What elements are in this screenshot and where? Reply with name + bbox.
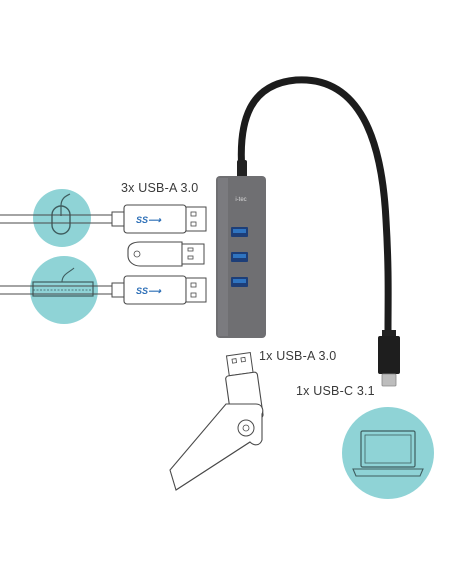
usb-hub: i-tec [216,176,266,338]
usb-port [231,227,248,237]
mouse-icon [51,193,71,235]
usb-port [231,277,248,287]
label-1x-usb-a: 1x USB-A 3.0 [259,349,337,363]
usb-port [231,252,248,262]
usb-flash-drive-icon [127,241,205,267]
label-3x-usb-a: 3x USB-A 3.0 [121,181,199,195]
usb-c-plug-icon [378,330,400,387]
superspeed-mark: SS⟶ [136,286,162,296]
cable-strain-relief [237,160,247,178]
laptop-icon [352,430,424,477]
mouse-circle [33,189,91,247]
keyboard-circle [30,256,98,324]
laptop-circle [342,407,434,499]
usb-c-cable [237,76,392,334]
brand-logo: i-tec [235,197,246,203]
superspeed-mark: SS⟶ [136,215,162,225]
usb-flash-drive-icon [169,352,264,491]
label-1x-usb-c: 1x USB-C 3.1 [296,384,375,398]
usb-a-plug-icon: SS⟶ [0,275,207,305]
usb-a-plug-icon: SS⟶ [0,204,207,234]
